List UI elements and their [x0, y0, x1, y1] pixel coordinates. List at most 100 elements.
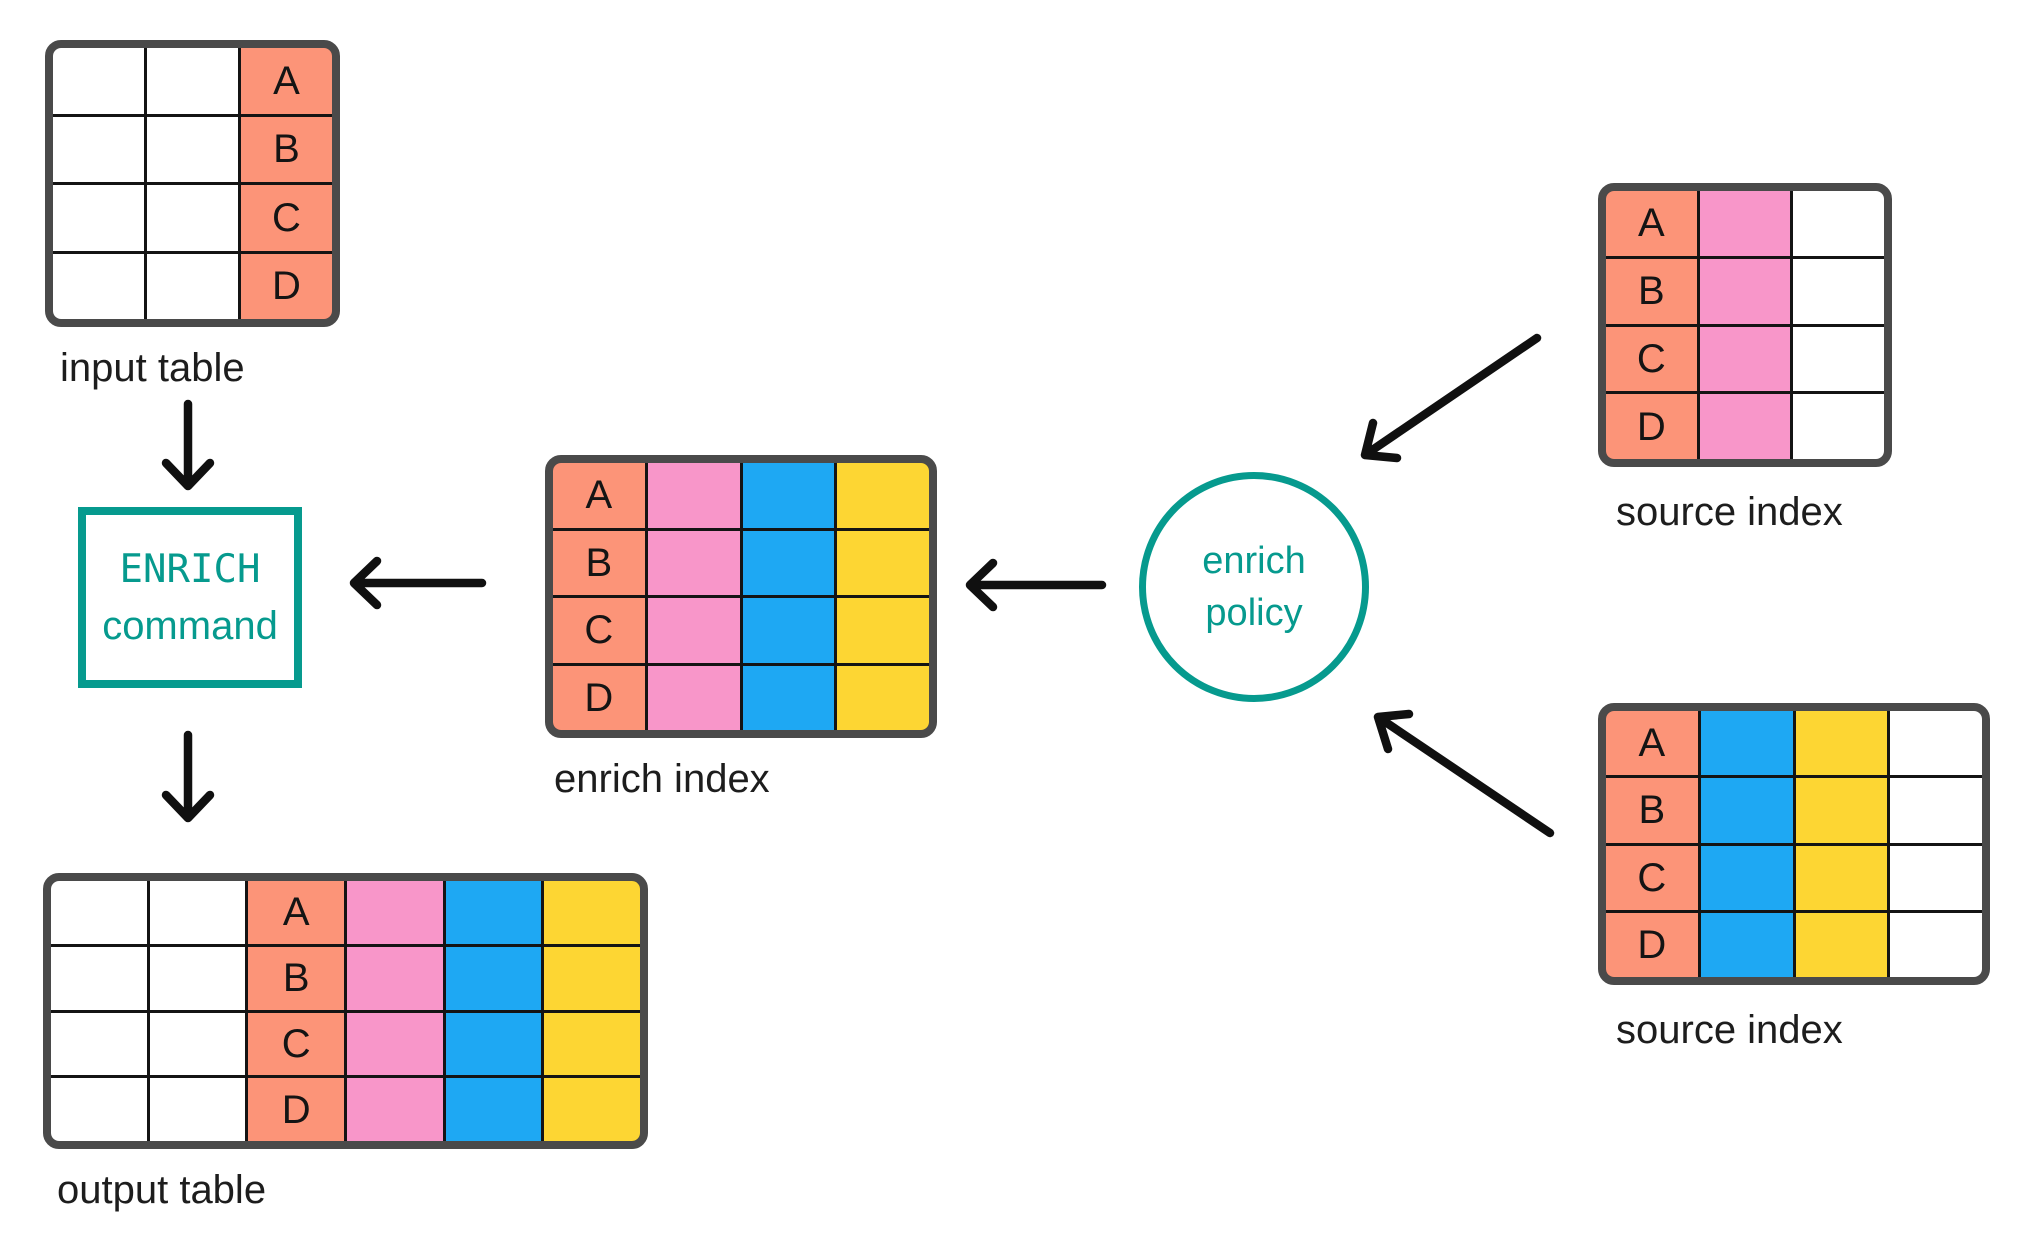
table-cell [51, 946, 147, 1010]
table-cell: D [241, 253, 332, 319]
table-cell [647, 530, 740, 595]
table-cell: C [1606, 845, 1698, 910]
table-cell [544, 946, 640, 1010]
table-cell [544, 881, 640, 944]
table-cell [1700, 912, 1793, 977]
table-cell [51, 1078, 147, 1141]
table-cell: A [1606, 191, 1697, 256]
table-cell [742, 665, 835, 730]
source-index-bottom-label: source index [1616, 1008, 1843, 1052]
source-index-top-label: source index [1616, 490, 1843, 534]
table-cell: B [1606, 258, 1697, 324]
table-cell [445, 1012, 542, 1076]
table-cell [149, 946, 246, 1010]
table-cell [1793, 258, 1884, 324]
arrow-source-bottom-to-policy [1373, 709, 1555, 838]
table-cell [51, 1012, 147, 1076]
enrich-command-box: ENRICH command [78, 507, 302, 688]
table-cell [1795, 845, 1888, 910]
table-cell [837, 598, 929, 663]
table-cell [346, 881, 443, 944]
table-cell [1890, 912, 1982, 977]
table-cell [445, 1078, 542, 1141]
table-cell [647, 665, 740, 730]
table-cell [1793, 191, 1884, 256]
table-cell [53, 116, 144, 182]
table-cell [1699, 191, 1791, 256]
table-cell: C [1606, 326, 1697, 392]
table-cell: B [1606, 778, 1698, 843]
arrow-index-to-command [349, 556, 487, 610]
enrich-policy-word1: enrich [1202, 540, 1306, 582]
table-cell [1795, 912, 1888, 977]
table-cell [742, 530, 835, 595]
table-cell [51, 881, 147, 944]
table-cell [1793, 326, 1884, 392]
table-cell: D [1606, 912, 1698, 977]
table-cell: B [241, 116, 332, 182]
arrow-source-top-to-policy [1360, 333, 1542, 463]
table-cell: D [553, 665, 645, 730]
table-cell [1699, 326, 1791, 392]
table-cell: C [248, 1012, 344, 1076]
table-cell [837, 463, 929, 528]
table-cell [1700, 711, 1793, 776]
table-cell [544, 1012, 640, 1076]
input-table-label: input table [60, 346, 245, 390]
enrich-command-keyword: ENRICH [119, 546, 261, 592]
arrow-input-to-command [161, 399, 215, 491]
table-cell [445, 946, 542, 1010]
table-cell [742, 463, 835, 528]
table-cell [53, 185, 144, 251]
table-cell [647, 598, 740, 663]
enrich-policy-circle: enrich policy [1139, 472, 1369, 702]
enrich-policy-word2: policy [1205, 592, 1303, 634]
table-cell [1700, 845, 1793, 910]
table-cell [346, 946, 443, 1010]
table-cell [1890, 711, 1982, 776]
table-cell [544, 1078, 640, 1141]
table-cell [837, 530, 929, 595]
table-cell [147, 116, 238, 182]
arrow-policy-to-index [965, 558, 1107, 612]
table-cell [53, 48, 144, 114]
arrow-command-to-output [161, 730, 215, 823]
table-cell: A [241, 48, 332, 114]
table-cell: D [248, 1078, 344, 1141]
table-cell [346, 1078, 443, 1141]
table-cell [147, 48, 238, 114]
enrich-command-word: command [102, 603, 278, 648]
table-cell [1795, 711, 1888, 776]
table-cell [1890, 845, 1982, 910]
table-cell [1700, 778, 1793, 843]
table-cell: C [553, 598, 645, 663]
table-cell [445, 881, 542, 944]
table-cell [837, 665, 929, 730]
table-cell [742, 598, 835, 663]
table-cell [149, 881, 246, 944]
table-cell: B [553, 530, 645, 595]
output-table-label: output table [57, 1168, 267, 1212]
table-cell [1699, 258, 1791, 324]
table-cell: A [1606, 711, 1698, 776]
table-cell [647, 463, 740, 528]
enrich-index-label: enrich index [554, 757, 770, 801]
table-cell [53, 253, 144, 319]
table-cell [1699, 394, 1791, 459]
table-cell [1795, 778, 1888, 843]
table-cell [149, 1012, 246, 1076]
table-cell [1793, 394, 1884, 459]
table-cell [147, 185, 238, 251]
table-cell: A [248, 881, 344, 944]
table-cell [346, 1012, 443, 1076]
table-cell: A [553, 463, 645, 528]
table-cell: B [248, 946, 344, 1010]
table-cell [147, 253, 238, 319]
table-cell [1890, 778, 1982, 843]
